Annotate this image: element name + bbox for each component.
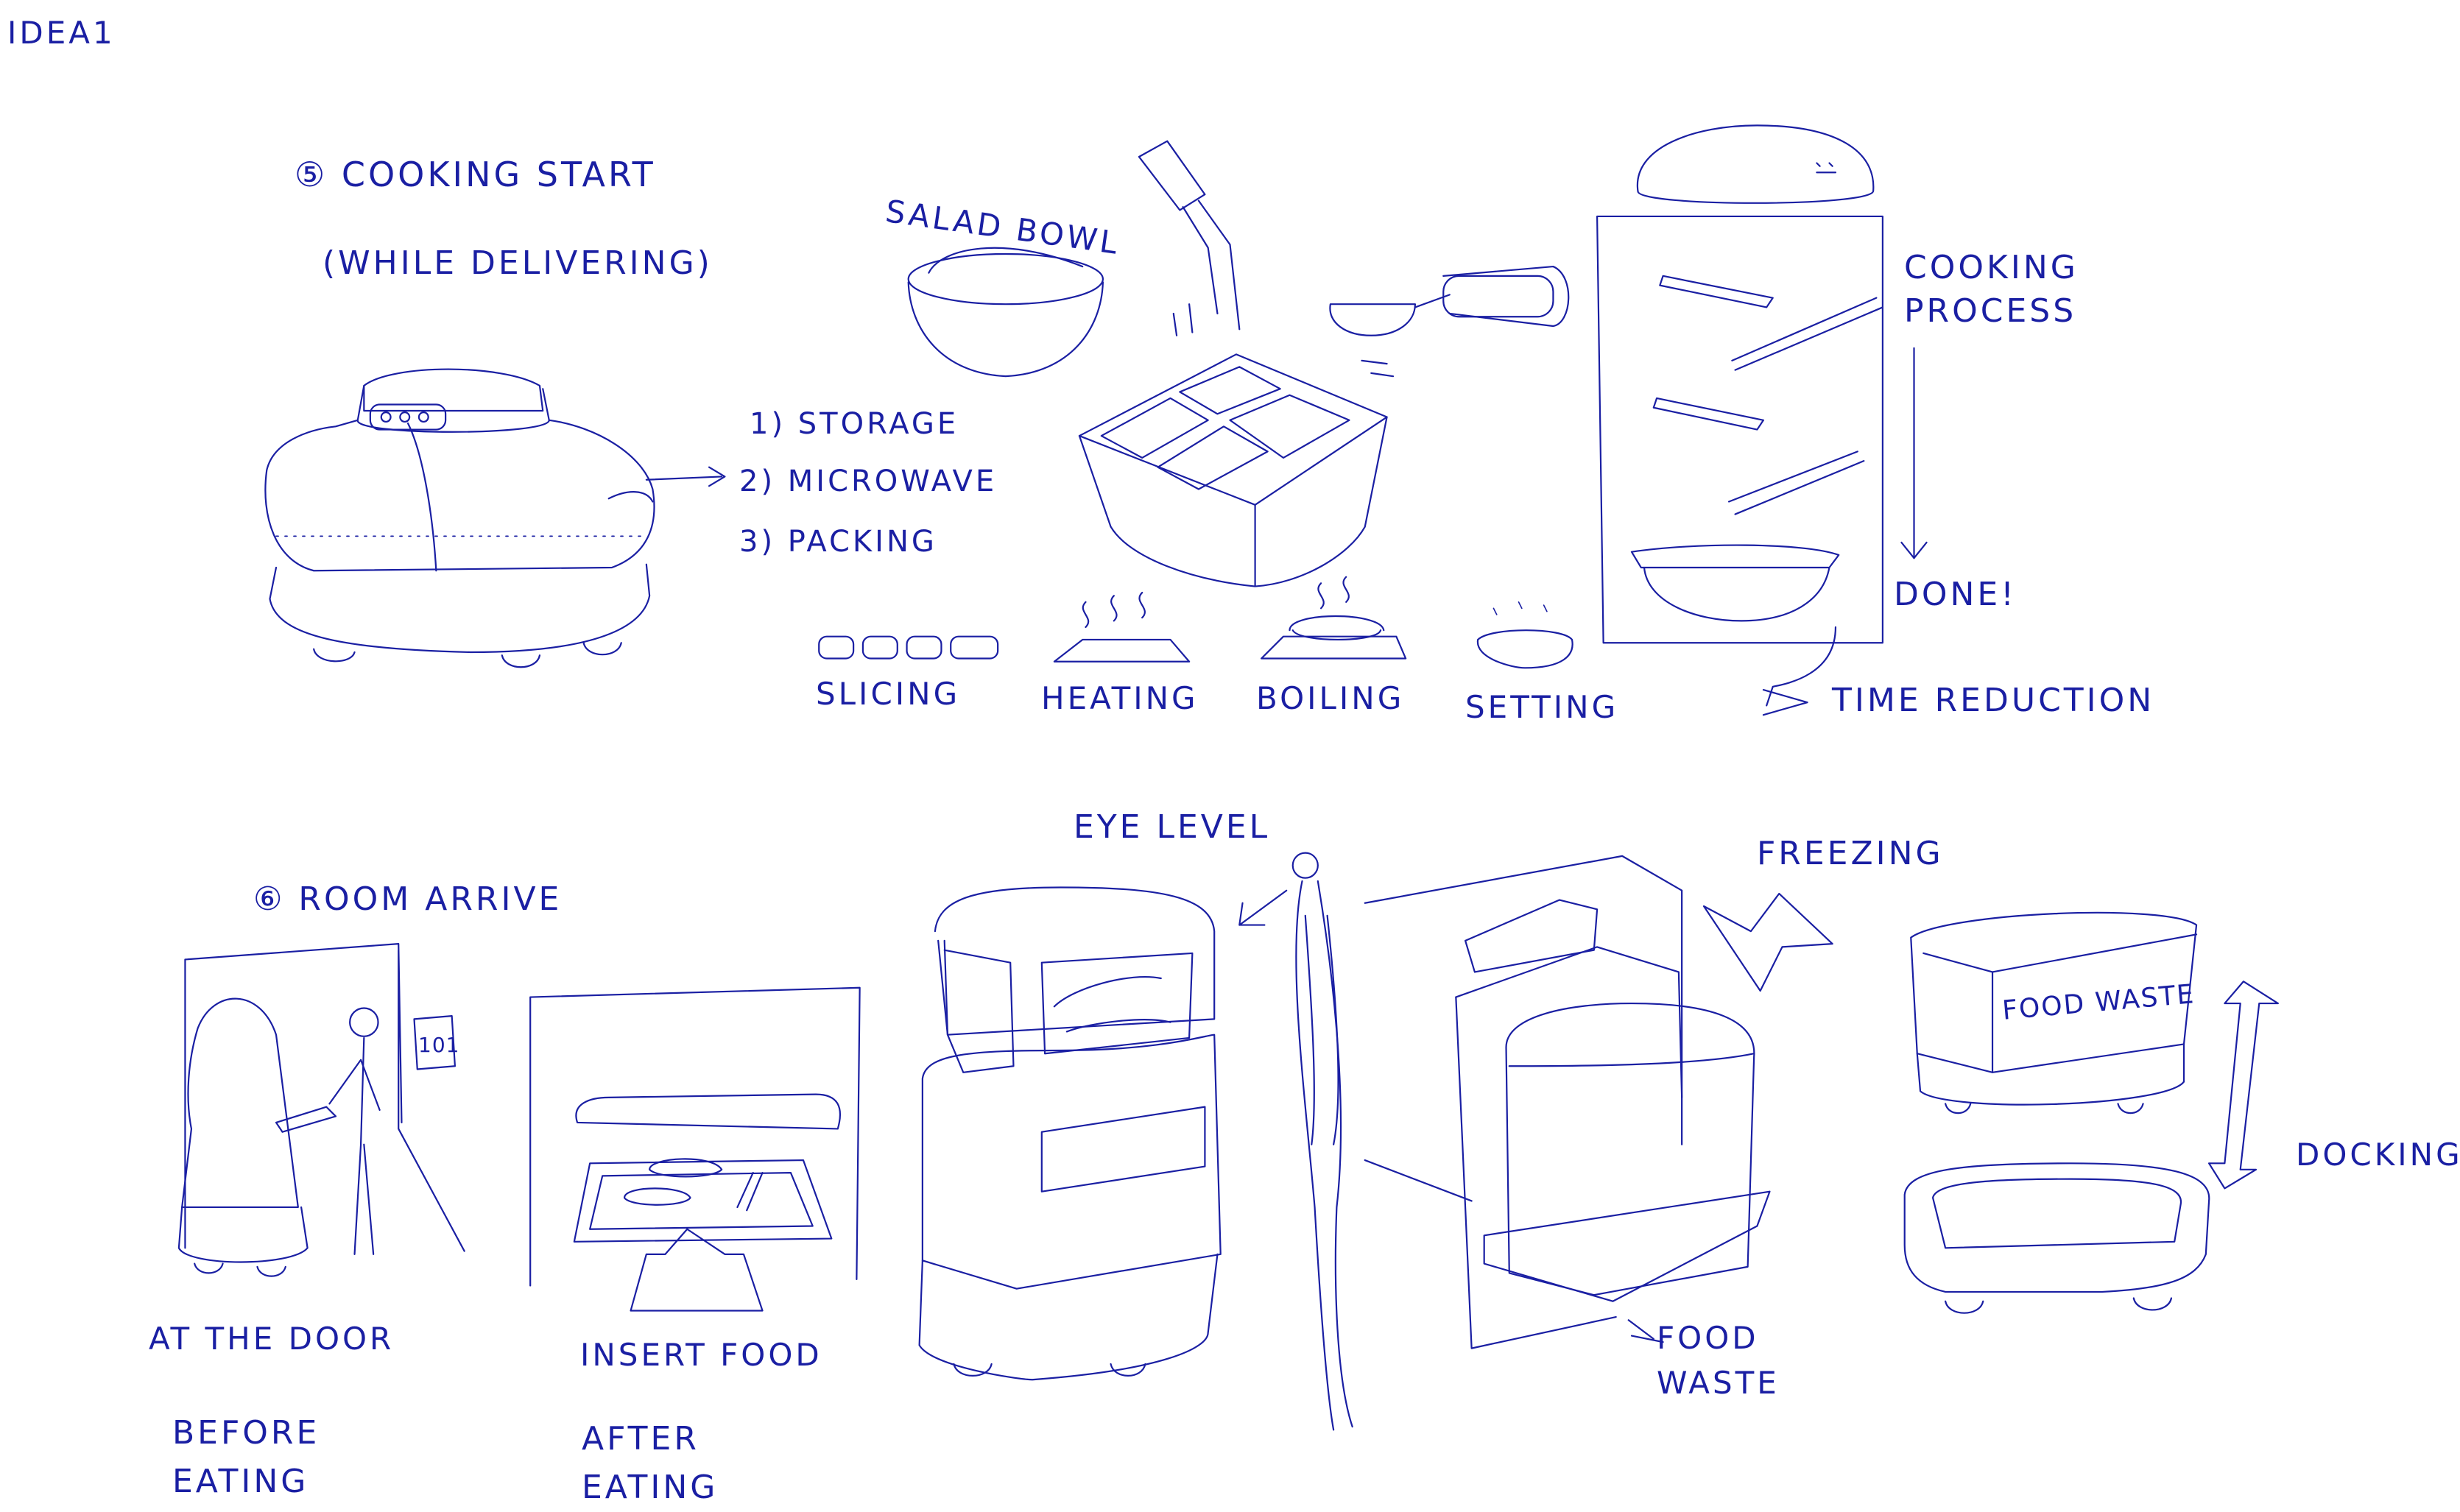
cooking-process-label: COOKING PROCESS xyxy=(1904,249,2079,331)
function-3: 3) PACKING xyxy=(739,525,937,559)
salad-bowl-sketch xyxy=(909,248,1103,376)
step-boiling: BOILING xyxy=(1256,680,1405,716)
insert-food-label: INSERT FOOD xyxy=(580,1337,822,1373)
step-slicing: SLICING xyxy=(816,676,961,712)
function-1: 1) STORAGE xyxy=(750,407,959,441)
time-reduction-label: TIME REDUCTION xyxy=(1832,682,2155,719)
docking-label: DOCKING xyxy=(2296,1137,2460,1173)
function-2: 2) MICROWAVE xyxy=(739,464,998,498)
step-heating: HEATING xyxy=(1041,680,1199,716)
step-setting: SETTING xyxy=(1465,689,1619,725)
section6-title: ⑥ ROOM ARRIVE xyxy=(253,880,563,918)
eye-level-label: EYE LEVEL xyxy=(1074,808,1271,846)
freezing-machine-sketch xyxy=(1365,856,1833,1349)
done-label: DONE! xyxy=(1894,576,2017,613)
freezing-label: FREEZING xyxy=(1757,835,1944,872)
door-scene xyxy=(179,944,465,1276)
at-the-door-label: AT THE DOOR xyxy=(149,1321,395,1357)
insert-food-scene xyxy=(530,988,859,1311)
after-eating-label: AFTER EATING xyxy=(582,1420,719,1506)
scoop-sketch xyxy=(1330,266,1568,376)
section5-title: ⑤ COOKING START xyxy=(295,155,656,194)
divided-box-sketch xyxy=(1079,354,1387,586)
docking-sketch xyxy=(1905,913,2278,1313)
room-number: 101 xyxy=(418,1033,460,1057)
tall-robot-sketch xyxy=(920,853,1353,1430)
before-eating-label: BEFORE EATING xyxy=(172,1414,320,1500)
cooking-robot-sketch xyxy=(265,370,725,668)
step-icons xyxy=(819,577,1572,668)
food-waste-out-label: FOOD WASTE xyxy=(1657,1320,1780,1401)
tongs-sketch xyxy=(1139,141,1239,336)
cooking-process-machine xyxy=(1597,125,1926,715)
page-label: IDEA1 xyxy=(7,15,116,51)
section5-subtitle: (WHILE DELIVERING) xyxy=(323,244,713,282)
